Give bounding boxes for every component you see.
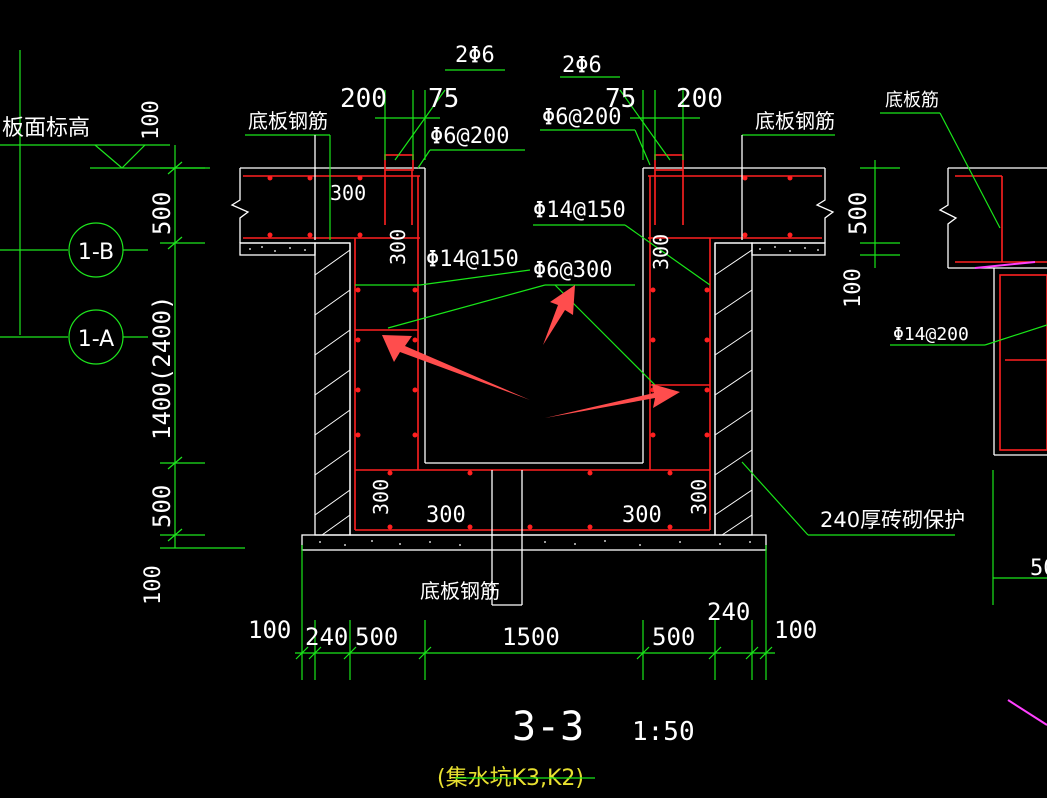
dim-300-c: 300 bbox=[649, 234, 673, 270]
label-phi6-300: Φ6@300 bbox=[533, 258, 612, 283]
dim-bottom-1500: 1500 bbox=[502, 623, 560, 651]
dim-75-left: 75 bbox=[428, 84, 459, 114]
arrow-left bbox=[382, 335, 530, 400]
dim-300-g: 300 bbox=[687, 479, 711, 515]
label-brick-protect: 240厚砖砌保护 bbox=[820, 508, 965, 532]
grid-label-1a: 1-A bbox=[78, 327, 115, 352]
dim-bottom-240-left: 240 bbox=[305, 623, 348, 651]
elevation-label: 板面标高 bbox=[2, 116, 90, 141]
label-phi14-200-right: Φ14@200 bbox=[893, 324, 969, 345]
label-phi14-150-right: Φ14@150 bbox=[533, 198, 626, 223]
dim-bottom-500-left: 500 bbox=[355, 623, 398, 651]
dim-200-right: 200 bbox=[676, 84, 723, 114]
brick-hatch bbox=[314, 249, 753, 536]
rebar bbox=[243, 154, 822, 531]
label-dibanjin-bottom: 底板钢筋 bbox=[420, 579, 500, 603]
section-title: 3-3 bbox=[512, 704, 584, 750]
dim-bottom-100-right: 100 bbox=[774, 616, 817, 644]
blinding-left bbox=[239, 242, 316, 256]
section-scale: 1:50 bbox=[632, 717, 695, 747]
blinding-bottom bbox=[301, 534, 767, 551]
label-phi6-200-right: Φ6@200 bbox=[542, 105, 621, 130]
bottom-dimension-chain bbox=[295, 545, 775, 680]
dim-300-e: 300 bbox=[426, 503, 466, 528]
label-2phi6-left: 2Φ6 bbox=[455, 43, 495, 68]
dim-500-top: 500 bbox=[148, 192, 176, 235]
grid-axis-lines bbox=[0, 50, 148, 365]
right-partial-detail bbox=[880, 112, 1047, 726]
blinding-right bbox=[751, 242, 826, 256]
brick-wall-right bbox=[714, 242, 753, 536]
brick-wall-left bbox=[314, 242, 351, 536]
dim-75-right: 75 bbox=[605, 84, 636, 114]
dim-300-b: 300 bbox=[386, 229, 410, 265]
arrow-up bbox=[543, 285, 575, 345]
left-dimension-chain bbox=[160, 145, 245, 549]
dim-bottom-100-left: 100 bbox=[248, 616, 291, 644]
dim-500-right: 500 bbox=[844, 192, 872, 235]
dim-200-left: 200 bbox=[340, 84, 387, 114]
dim-100-bottom: 100 bbox=[141, 565, 166, 605]
label-dibanjin-left: 底板钢筋 bbox=[248, 109, 328, 133]
dim-100-right: 100 bbox=[841, 268, 866, 308]
label-phi6-200-left: Φ6@200 bbox=[430, 124, 509, 149]
dim-1400: 1400(2400) bbox=[148, 296, 176, 441]
label-dibanjin-far-right: 底板筋 bbox=[885, 90, 939, 111]
label-phi14-150-left: Φ14@150 bbox=[426, 247, 519, 272]
grid-label-1b: 1-B bbox=[78, 240, 114, 265]
dim-500-bottom: 500 bbox=[148, 485, 176, 528]
dim-bottom-500-right: 500 bbox=[652, 623, 695, 651]
arrow-right bbox=[545, 384, 680, 418]
rebar-dots bbox=[267, 175, 793, 530]
blinding-speckle bbox=[249, 246, 819, 546]
label-2phi6-right: 2Φ6 bbox=[562, 53, 602, 78]
dim-300-f: 300 bbox=[622, 503, 662, 528]
dim-100-elev: 100 bbox=[139, 100, 164, 140]
annotation-arrows bbox=[382, 285, 680, 418]
label-dibanjin-right: 底板钢筋 bbox=[755, 109, 835, 133]
dim-300-d: 300 bbox=[369, 479, 393, 515]
dim-bottom-240-right: 240 bbox=[707, 598, 750, 626]
edge-label-50: 50 bbox=[1030, 556, 1047, 581]
structure-outline bbox=[230, 167, 835, 551]
dim-300-a: 300 bbox=[330, 181, 366, 205]
